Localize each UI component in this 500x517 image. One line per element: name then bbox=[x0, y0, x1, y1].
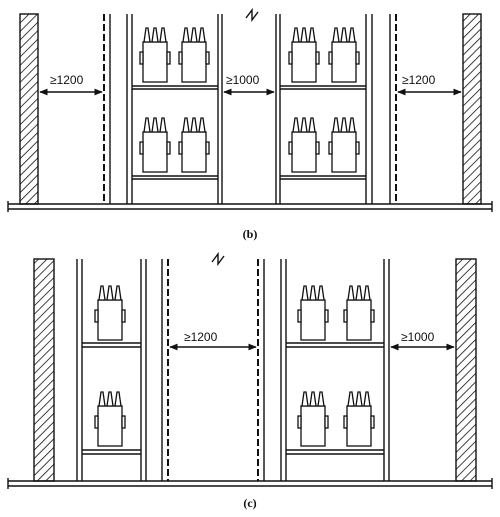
transformer-c2-upper-left bbox=[297, 285, 329, 341]
switchgear-cabinet-b1 bbox=[109, 14, 223, 204]
break-symbol-c bbox=[211, 251, 225, 267]
left-wall-b bbox=[19, 13, 39, 205]
diagram-b bbox=[7, 7, 493, 212]
dimension-label-b-middle: ≥1000 bbox=[226, 73, 260, 87]
transformer-b1-lower-left bbox=[139, 117, 171, 173]
floor-c bbox=[7, 478, 493, 489]
switchgear-cabinet-c1 bbox=[76, 259, 163, 481]
transformer-b1-upper-left bbox=[139, 27, 171, 83]
transformer-b1-lower-right bbox=[178, 117, 210, 173]
dimension-label-c-middle: ≥1200 bbox=[184, 330, 218, 344]
switchgear-cabinet-b2 bbox=[275, 14, 391, 204]
transformer-b2-lower-right bbox=[328, 117, 360, 173]
transformer-c2-lower-left bbox=[297, 391, 329, 447]
right-wall-b bbox=[462, 13, 482, 205]
dimension-label-c-right: ≥1000 bbox=[401, 330, 435, 344]
transformer-c1-upper bbox=[94, 285, 126, 341]
transformer-b1-upper-right bbox=[178, 27, 210, 83]
switchgear-cabinet-c2 bbox=[263, 259, 390, 481]
caption-b: (b) bbox=[243, 227, 258, 241]
transformer-b2-upper-left bbox=[288, 27, 320, 83]
right-wall-c bbox=[455, 258, 477, 482]
transformer-c2-upper-right bbox=[343, 285, 375, 341]
transformer-b2-upper-right bbox=[328, 27, 360, 83]
transformer-c2-lower-right bbox=[343, 391, 375, 447]
left-wall-c bbox=[33, 258, 55, 482]
caption-c: (c) bbox=[243, 496, 256, 510]
transformer-c1-lower bbox=[94, 391, 126, 447]
diagram-c bbox=[7, 251, 493, 489]
dimension-label-b-left: ≥1200 bbox=[50, 73, 84, 87]
break-symbol-b bbox=[245, 7, 259, 23]
dimension-label-b-right: ≥1200 bbox=[402, 73, 436, 87]
transformer-b2-lower-left bbox=[288, 117, 320, 173]
floor-b bbox=[7, 201, 493, 212]
